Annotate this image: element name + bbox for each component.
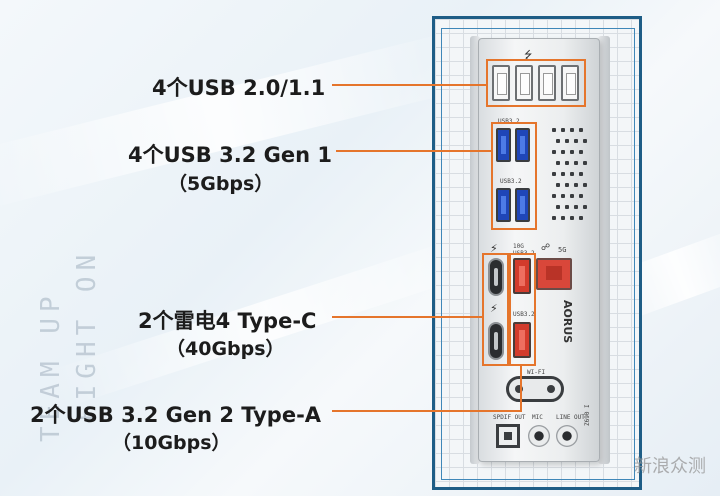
highlight-thunderbolt-group	[482, 253, 509, 366]
leader-line-usb3-gen2	[332, 410, 522, 412]
usb32-gen2-port	[513, 322, 531, 358]
usb3-gen1-port	[515, 188, 530, 222]
callout-usb3-gen1: 4个USB 3.2 Gen 1	[128, 143, 332, 167]
vent-hole	[574, 205, 578, 209]
mic-label: MIC	[532, 414, 543, 421]
usb2-port	[538, 65, 556, 101]
vent-hole	[552, 216, 556, 220]
vent-hole	[579, 128, 583, 132]
vent-hole	[570, 150, 574, 154]
leader-line-usb3-gen2-riser	[520, 366, 522, 412]
vent-hole	[579, 194, 583, 198]
usb3-gen1-port	[496, 128, 511, 162]
leader-line-thunderbolt	[332, 316, 482, 318]
vent-hole	[574, 139, 578, 143]
usb32-gen2-port	[513, 258, 531, 294]
usb32-label-top: USB3.2	[498, 118, 520, 125]
thunderbolt4-typec-port	[488, 258, 504, 296]
usb32-red-label: USB3.2	[513, 311, 535, 318]
leader-line-usb3-gen1	[336, 150, 491, 152]
callout-thunderbolt-speed: （40Gbps）	[166, 338, 285, 360]
vent-hole	[565, 139, 569, 143]
vent-hole	[552, 150, 556, 154]
vent-hole	[583, 205, 587, 209]
mic-jack	[528, 425, 550, 447]
vent-hole	[579, 150, 583, 154]
vent-hole	[574, 161, 578, 165]
lan-speed-label: 5G	[558, 246, 567, 254]
thunderbolt-icon: ⚡	[490, 302, 498, 315]
usb2-port	[561, 65, 579, 101]
vent-hole	[556, 161, 560, 165]
vent-hole	[570, 172, 574, 176]
vent-hole	[552, 128, 556, 132]
usb2-port	[515, 65, 533, 101]
vent-hole	[583, 161, 587, 165]
corner-watermark: 新浪众测	[634, 456, 706, 477]
vent-hole	[570, 194, 574, 198]
vent-hole	[556, 139, 560, 143]
vent-hole	[561, 172, 565, 176]
vent-hole	[561, 194, 565, 198]
spdif-out-port	[496, 424, 520, 448]
callout-usb3-gen2: 2个USB 3.2 Gen 2 Type-A	[30, 403, 322, 427]
usb3-gen1-port	[515, 128, 530, 162]
wifi-antenna-connector	[506, 376, 564, 402]
usb3-gen1-port	[496, 188, 511, 222]
line-out-jack	[556, 425, 578, 447]
vent-hole	[561, 216, 565, 220]
thunderbolt-icon: ⚡	[490, 242, 498, 255]
vent-hole	[570, 216, 574, 220]
usb-symbol-icon: ⭍	[524, 50, 533, 61]
vent-hole	[565, 205, 569, 209]
highlight-usb3-gen2-group	[509, 253, 536, 366]
usb2-port	[492, 65, 510, 101]
brand-logo: AORUS	[561, 300, 574, 344]
vent-hole	[574, 183, 578, 187]
usb32-label-bottom: USB3.2	[500, 178, 522, 185]
callout-usb3-gen1-speed: （5Gbps）	[168, 173, 274, 195]
vent-hole	[556, 205, 560, 209]
lan-icon: ☍	[541, 243, 551, 253]
thunderbolt4-typec-port	[488, 322, 504, 360]
leader-line-usb2	[332, 84, 486, 86]
wifi-label: WI-FI	[527, 369, 546, 376]
highlight-usb2-group	[486, 59, 586, 107]
vent-hole	[552, 172, 556, 176]
line-out-label: LINE OUT	[556, 414, 585, 421]
vent-hole	[561, 128, 565, 132]
vent-hole	[570, 128, 574, 132]
vent-hole	[565, 183, 569, 187]
vent-hole	[552, 194, 556, 198]
vent-hole	[561, 150, 565, 154]
highlight-usb3-gen1-group	[491, 122, 537, 230]
wifi-antenna-dot	[547, 385, 555, 393]
vent-hole	[579, 172, 583, 176]
vent-hole	[583, 183, 587, 187]
spdif-label: SPDIF OUT	[493, 414, 526, 421]
wifi-antenna-dot	[515, 385, 523, 393]
io-plate-flange-right	[598, 36, 610, 464]
product-frame-inner	[441, 28, 635, 480]
vent-hole	[565, 161, 569, 165]
vent-hole	[583, 139, 587, 143]
callout-usb3-gen2-speed: （10Gbps）	[112, 432, 231, 454]
callout-usb2: 4个USB 2.0/1.1	[152, 76, 326, 100]
model-label: Z690 I	[584, 404, 591, 426]
vent-hole	[579, 216, 583, 220]
vent-hole	[556, 183, 560, 187]
callout-thunderbolt: 2个雷电4 Type-C	[138, 309, 317, 333]
side-watermark-line-2: FIGHT ON	[72, 248, 102, 422]
io-plate-flange-left	[470, 36, 480, 464]
lan-port	[536, 258, 572, 290]
